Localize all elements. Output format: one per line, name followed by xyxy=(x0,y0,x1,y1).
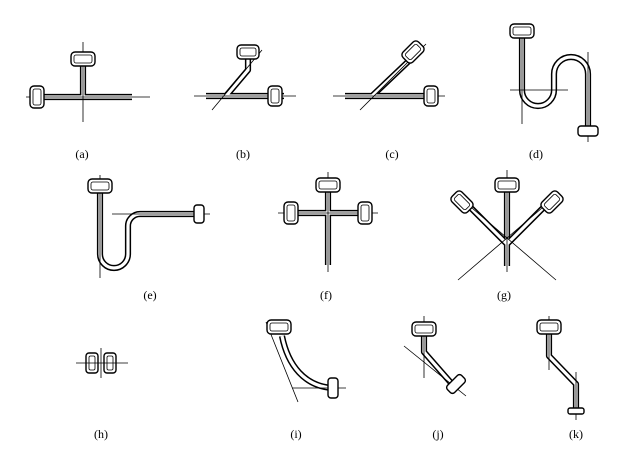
cross-fitting-icon xyxy=(278,172,378,272)
fitting-f: (f) xyxy=(278,172,378,302)
caption-j: (j) xyxy=(432,427,443,441)
caption-e: (e) xyxy=(143,288,156,302)
caption-d: (d) xyxy=(529,147,543,161)
offset-tee-fitting-icon xyxy=(194,44,296,111)
fitting-j: (j) xyxy=(403,316,467,441)
s-trap-fitting-icon xyxy=(509,23,599,142)
caption-c: (c) xyxy=(385,147,398,161)
fitting-h: (h) xyxy=(76,348,128,441)
caption-h: (h) xyxy=(94,427,108,441)
fitting-e: (e) xyxy=(87,175,210,302)
tee-fitting-icon xyxy=(26,42,150,122)
fitting-a: (a) xyxy=(26,42,150,161)
caption-b: (b) xyxy=(236,147,250,161)
caption-k: (k) xyxy=(569,427,583,441)
offset-pipe-fitting-icon xyxy=(536,316,585,420)
caption-g: (g) xyxy=(497,288,511,302)
angled-bend-fitting-icon xyxy=(403,316,467,397)
fitting-d: (d) xyxy=(509,23,599,161)
fitting-b: (b) xyxy=(194,44,296,161)
double-wye-fitting-icon xyxy=(450,170,564,281)
caption-i: (i) xyxy=(290,427,301,441)
fitting-i: (i) xyxy=(265,319,346,441)
long-sweep-bend-fitting-icon xyxy=(265,319,346,403)
wye-branch-fitting-icon xyxy=(333,40,445,111)
fitting-c: (c) xyxy=(333,40,445,161)
fitting-k: (k) xyxy=(536,316,585,441)
p-trap-fitting-icon xyxy=(87,175,210,278)
coupling-fitting-icon xyxy=(76,348,128,378)
fitting-g: (g) xyxy=(450,170,564,302)
caption-a: (a) xyxy=(75,147,88,161)
caption-f: (f) xyxy=(320,288,332,302)
